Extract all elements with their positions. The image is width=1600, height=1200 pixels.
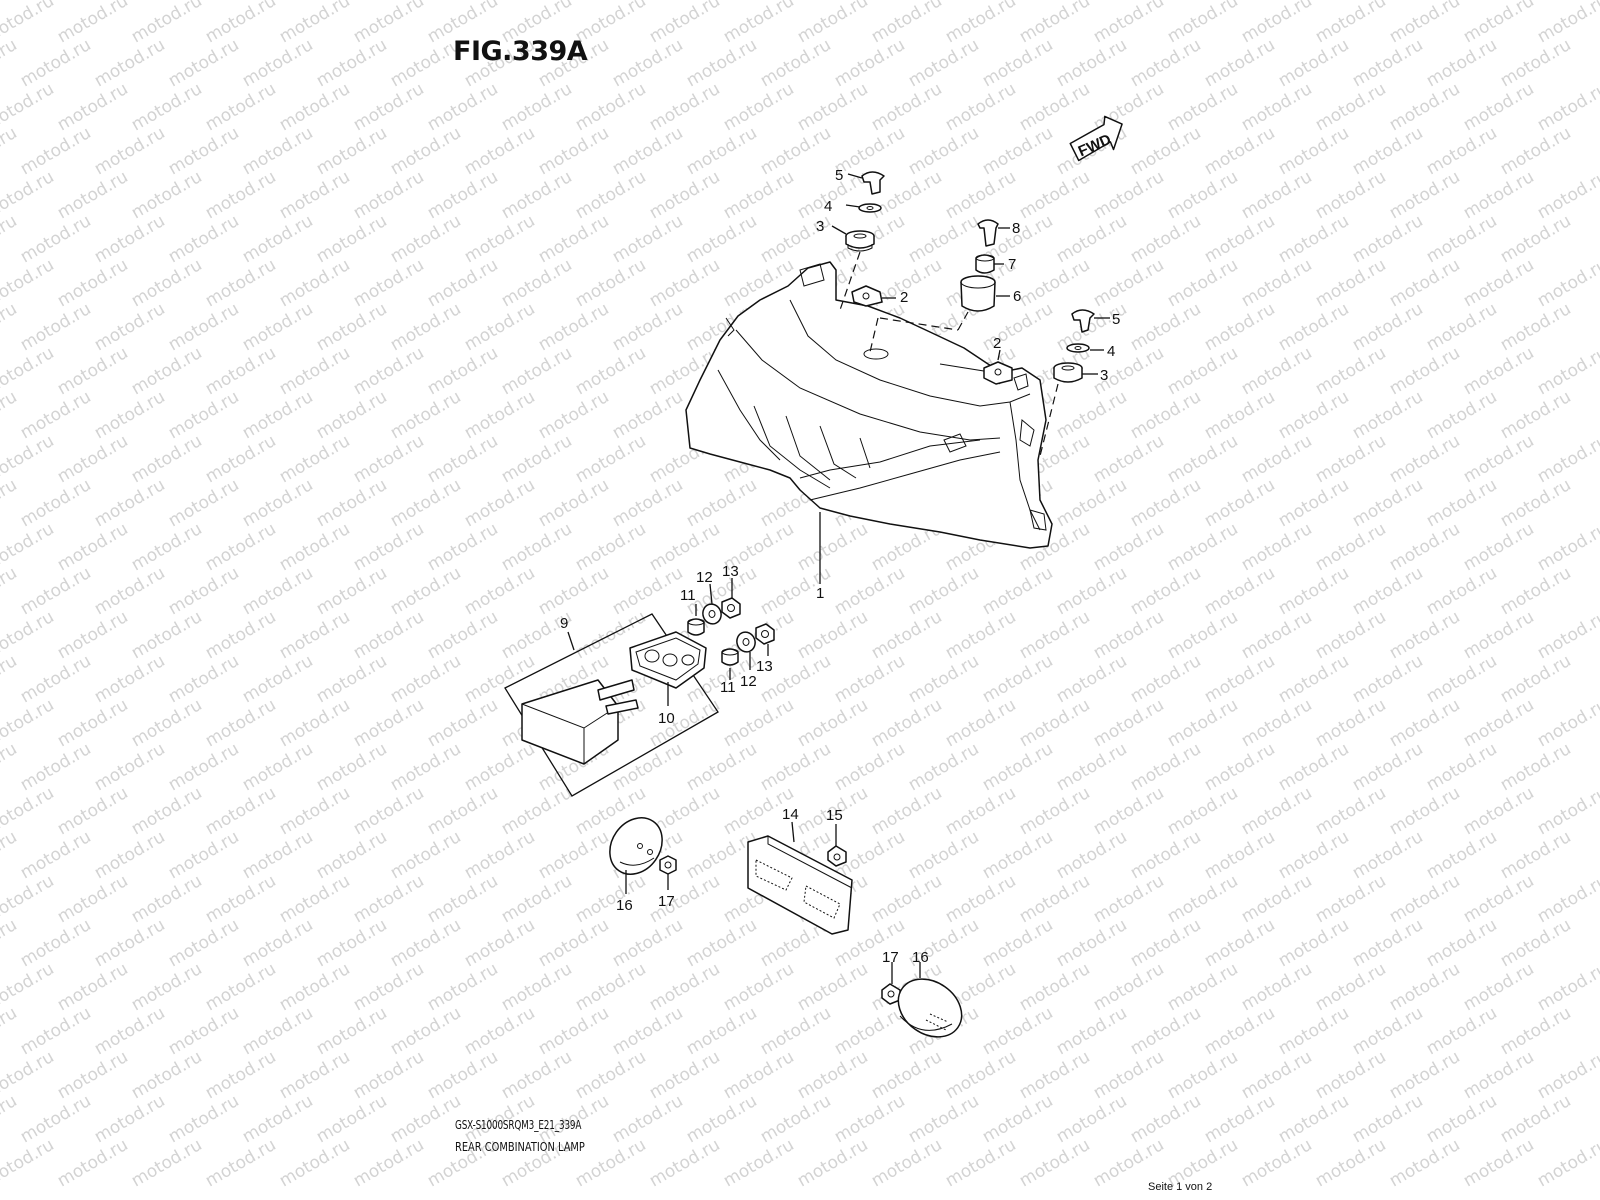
callout-17: 17 xyxy=(658,893,675,910)
washer-part-4b xyxy=(1066,343,1090,353)
callout-5: 5 xyxy=(1112,311,1120,328)
callout-10: 10 xyxy=(658,710,675,727)
spacer-part-11b xyxy=(721,648,739,666)
callout-4: 4 xyxy=(824,198,832,215)
callout-8: 8 xyxy=(1012,220,1020,237)
callout-7: 7 xyxy=(1008,256,1016,273)
callout-11: 11 xyxy=(720,679,736,696)
collar-part-7 xyxy=(975,254,995,274)
washer-part-4a xyxy=(858,203,882,213)
callout-17: 17 xyxy=(882,949,899,966)
callout-12: 12 xyxy=(696,569,713,586)
grommet-part-3a xyxy=(845,230,875,252)
spacer-part-11a xyxy=(687,618,705,636)
forward-direction-badge: FWD xyxy=(1069,115,1123,162)
nut-part-13b xyxy=(755,623,775,645)
callout-labels: 5 4 3 2 8 7 6 5 2 4 3 1 12 13 11 9 13 11… xyxy=(560,167,1120,966)
callout-2: 2 xyxy=(993,335,1001,352)
screw-part-8 xyxy=(977,219,999,247)
callout-1: 1 xyxy=(816,585,824,602)
callout-16: 16 xyxy=(616,897,633,914)
nut-part-13a xyxy=(721,597,741,619)
callout-3: 3 xyxy=(816,218,824,235)
nut-part-15 xyxy=(827,845,847,867)
lamp-assembly-box-part-9 xyxy=(504,613,719,797)
callout-5: 5 xyxy=(835,167,843,184)
callout-13: 13 xyxy=(722,563,739,580)
lamp-housing-part-1 xyxy=(685,261,1053,549)
reflector-cap-part-16a xyxy=(609,817,663,875)
callout-13: 13 xyxy=(756,658,773,675)
callout-4: 4 xyxy=(1107,343,1115,360)
callout-14: 14 xyxy=(782,806,799,823)
callout-16: 16 xyxy=(912,949,929,966)
callout-11: 11 xyxy=(680,587,696,604)
nut-part-17b xyxy=(881,983,901,1005)
callout-9: 9 xyxy=(560,615,568,632)
washer-part-12b xyxy=(736,631,756,653)
figure-title: FIG.339A xyxy=(453,36,588,67)
callout-3: 3 xyxy=(1100,367,1108,384)
nut-part-17a xyxy=(659,855,677,875)
figure-name: REAR COMBINATION LAMP xyxy=(455,1140,585,1154)
grommet-part-3b xyxy=(1053,362,1083,383)
callout-6: 6 xyxy=(1013,288,1021,305)
page-indicator: Seite 1 von 2 xyxy=(1148,1181,1213,1193)
figure-model-code: GSX-S1000SRQM3_E21_339A xyxy=(455,1118,582,1132)
clip-part-2b xyxy=(983,361,1013,385)
reflector-cap-part-16b xyxy=(897,978,963,1038)
fwd-label: FWD xyxy=(1076,131,1114,160)
bolt-part-5a xyxy=(861,171,885,195)
bolt-part-5b xyxy=(1071,309,1095,333)
callout-15: 15 xyxy=(826,807,843,824)
leader-lines xyxy=(567,173,1110,984)
callout-12: 12 xyxy=(740,673,757,690)
reflector-plate-part-14 xyxy=(747,835,853,935)
callout-2: 2 xyxy=(900,289,908,306)
clip-part-2a xyxy=(851,285,883,307)
cushion-part-6 xyxy=(960,275,996,312)
washer-part-12a xyxy=(702,603,722,625)
